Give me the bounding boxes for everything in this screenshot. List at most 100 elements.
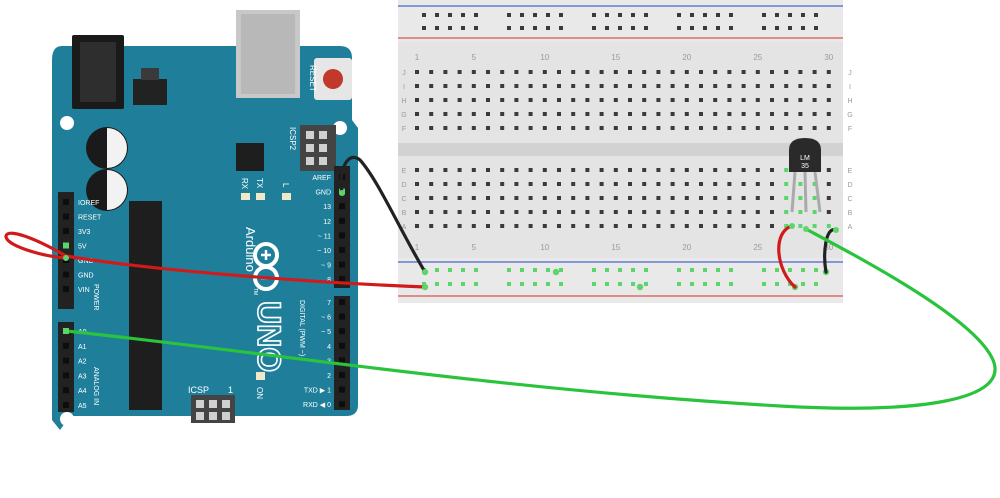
digital-pin-label: AREF [312, 175, 331, 182]
breadboard-hole [613, 210, 618, 214]
rail-hole [559, 13, 563, 17]
breadboard-hole [713, 224, 718, 228]
rail-hole [448, 268, 452, 272]
wire-end [63, 328, 69, 334]
breadboard-hole [727, 84, 732, 88]
breadboard-hole [514, 112, 519, 116]
breadboard-hole [557, 224, 561, 228]
breadboard-hole [656, 70, 661, 74]
rail-hole [461, 268, 465, 272]
breadboard-hole [741, 84, 746, 88]
breadboard-hole [514, 98, 519, 102]
breadboard-hole [486, 98, 490, 102]
breadboard-hole [812, 196, 817, 200]
row-letter: A [402, 224, 407, 231]
digital-pin-label: ~ 11 [318, 233, 331, 240]
reset-button[interactable] [323, 69, 343, 89]
rail-hole [677, 13, 681, 17]
breadboard-hole [656, 98, 661, 102]
breadboard-hole [571, 126, 576, 130]
icsp-pin [209, 412, 217, 420]
breadboard-hole [741, 112, 746, 116]
atmega-chip [129, 201, 162, 410]
breadboard-hole [812, 126, 817, 130]
breadboard-hole [443, 84, 448, 88]
breadboard-hole [628, 182, 632, 186]
breadboard-hole [628, 210, 632, 214]
rail-hole [618, 282, 622, 286]
breadboard-hole [741, 70, 746, 74]
rail-hole [762, 268, 766, 272]
breadboard-hole [656, 126, 661, 130]
breadboard-hole [514, 182, 519, 186]
analog-signal-wire[interactable] [64, 227, 997, 410]
power-pin-label: RESET [78, 215, 102, 222]
digital-pin [339, 357, 345, 364]
rail-hole [474, 268, 478, 272]
breadboard-hole [415, 70, 419, 74]
breadboard-hole [471, 210, 476, 214]
rail-hole [605, 13, 609, 17]
breadboard-hole [613, 84, 618, 88]
digital-pin [339, 217, 345, 224]
breadboard-hole [599, 168, 604, 172]
breadboard-hole [670, 196, 675, 200]
center-channel [398, 143, 843, 156]
rail-hole [644, 282, 648, 286]
on-led [256, 372, 265, 380]
breadboard-hole [557, 84, 561, 88]
rail-hole [559, 268, 563, 272]
breadboard-hole [415, 196, 419, 200]
rail-hole [533, 268, 537, 272]
digital-pin [339, 342, 345, 349]
breadboard-hole [613, 196, 618, 200]
breadboard-hole [457, 126, 462, 130]
analog-pin-label: A3 [78, 373, 87, 380]
gnd-wire[interactable] [339, 156, 427, 274]
breadboard-hole [415, 84, 419, 88]
on-label: ON [255, 387, 264, 399]
breadboard-hole [542, 98, 547, 102]
breadboard-hole [443, 224, 448, 228]
rail-hole [775, 282, 779, 286]
rail-hole [520, 13, 524, 17]
breadboard-hole [415, 126, 419, 130]
breadboard-hole [826, 182, 831, 186]
row-letter: E [402, 168, 407, 175]
sensor-vcc-wire[interactable] [777, 224, 797, 289]
breadboard-hole [642, 210, 647, 214]
breadboard-hole [585, 98, 590, 102]
rail-hole [690, 13, 694, 17]
breadboard-hole [415, 210, 419, 214]
sensor-label-line2: 35 [801, 163, 809, 170]
breadboard-hole [670, 84, 675, 88]
rail-hole [520, 26, 524, 30]
breadboard-hole [656, 196, 661, 200]
rail-hole [507, 26, 511, 30]
breadboard-hole [741, 126, 746, 130]
digital-pin [339, 401, 345, 408]
power-label: POWER [92, 284, 99, 310]
breadboard-hole [770, 84, 774, 88]
breadboard-hole [528, 84, 533, 88]
digital-pin-label: ~ 9 [321, 263, 331, 270]
rail-hole [474, 26, 478, 30]
breadboard-hole [585, 196, 590, 200]
rail-hole [716, 282, 720, 286]
rail-hole [507, 13, 511, 17]
breadboard-hole [670, 126, 675, 130]
breadboard-hole [542, 168, 547, 172]
breadboard-hole [528, 196, 533, 200]
breadboard-hole [471, 196, 476, 200]
breadboard-hole [798, 210, 803, 214]
breadboard-hole [713, 126, 718, 130]
digital-pin-label: TXD ▶ 1 [304, 388, 331, 395]
breadboard-hole [642, 112, 647, 116]
rail-hole [801, 268, 805, 272]
power-pin-label: 3V3 [78, 229, 91, 236]
icsp-pin [222, 412, 230, 420]
icsp-label: ICSP [188, 385, 209, 395]
breadboard-hole [613, 98, 618, 102]
